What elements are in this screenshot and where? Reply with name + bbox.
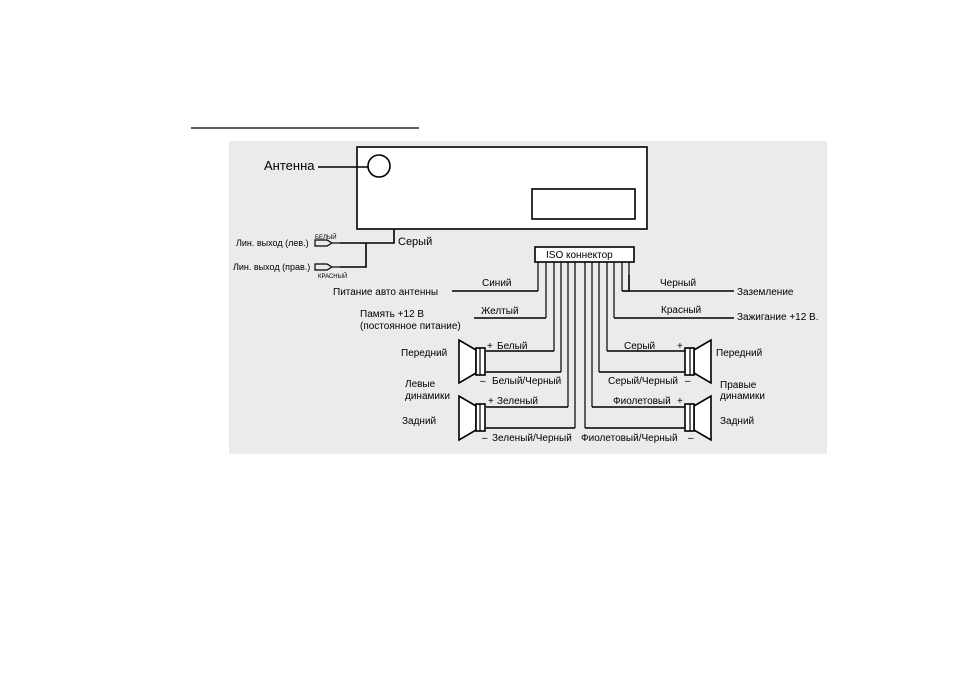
label-green: Зеленый — [497, 396, 538, 407]
label-memory-1: Память +12 В — [360, 309, 424, 320]
plus-rr: + — [677, 396, 683, 407]
label-white-black: Белый/Черный — [492, 376, 561, 387]
label-rear-left: Задний — [402, 416, 436, 427]
label-left-speakers-1: Левые — [405, 379, 436, 390]
label-white-small: БЕЛЫЙ — [315, 233, 337, 241]
label-gray-black: Серый/Черный — [608, 376, 678, 387]
plus-lf: + — [487, 341, 493, 352]
display-window — [531, 188, 636, 220]
rca-right — [314, 263, 340, 271]
label-iso-connector: ISO коннектор — [546, 250, 613, 261]
speaker-rear-right-icon — [684, 394, 712, 442]
label-gray: Серый — [624, 341, 655, 352]
label-right-speakers-1: Правые — [720, 380, 757, 391]
minus-lf: – — [480, 376, 486, 387]
iso-connector: ISO коннектор — [534, 246, 635, 263]
label-rear-right: Задний — [720, 416, 754, 427]
label-left-speakers-2: динамики — [405, 391, 450, 402]
rca-left — [314, 239, 340, 247]
label-front-left: Передний — [401, 348, 447, 359]
label-gray-unit: Серый — [398, 236, 432, 248]
label-white: Белый — [497, 341, 527, 352]
minus-lr: – — [482, 433, 488, 444]
label-line-out-left: Лин. выход (лев.) — [236, 238, 309, 248]
label-line-out-right: Лин. выход (прав.) — [233, 262, 310, 272]
speaker-front-right-icon — [684, 338, 712, 385]
label-antenna: Антенна — [264, 158, 315, 173]
connector-pins — [537, 262, 630, 428]
speaker-front-left-icon — [458, 338, 486, 385]
antenna-socket — [367, 154, 391, 178]
label-antenna-power: Питание авто антенны — [333, 287, 438, 298]
label-front-right: Передний — [716, 348, 762, 359]
label-red: Красный — [661, 305, 701, 316]
plus-lr: + — [488, 396, 494, 407]
label-ground: Заземление — [737, 287, 794, 298]
label-memory-2: (постоянное питание) — [360, 321, 461, 332]
plus-rf: + — [677, 341, 683, 352]
head-unit — [356, 146, 648, 230]
label-blue: Синий — [482, 278, 512, 289]
label-green-black: Зеленый/Черный — [492, 433, 572, 444]
label-violet-black: Фиолетовый/Черный — [581, 433, 678, 444]
label-ignition: Зажигание +12 В. — [737, 312, 819, 323]
label-black: Черный — [660, 278, 696, 289]
minus-rr: – — [688, 433, 694, 444]
label-red-small: КРАСНЫЙ — [318, 272, 347, 280]
label-violet: Фиолетовый — [613, 396, 671, 407]
label-yellow: Желтый — [481, 306, 519, 317]
minus-rf: – — [685, 376, 691, 387]
speaker-rear-left-icon — [458, 394, 486, 442]
label-right-speakers-2: динамики — [720, 391, 765, 402]
